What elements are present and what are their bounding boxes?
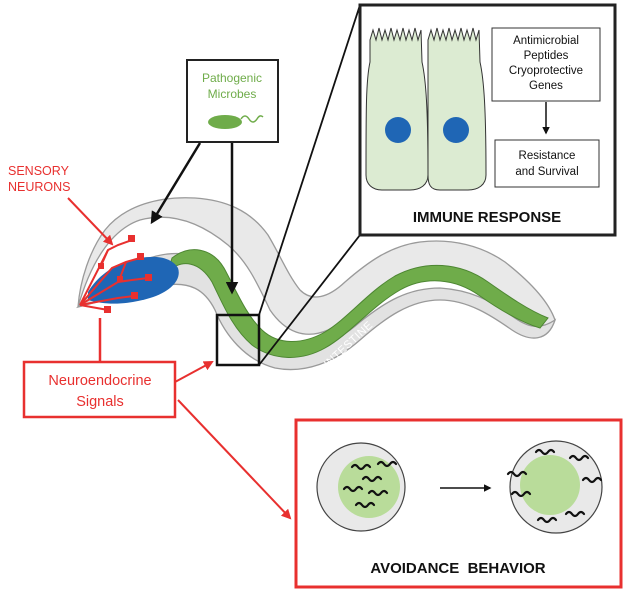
signal-arrow-to-intestine	[174, 361, 214, 383]
antimicrobial-line3: Cryoprotective	[509, 65, 583, 77]
neuroendocrine-line1: Neuroendocrine	[48, 373, 151, 389]
zoom-line-bottom	[258, 234, 361, 366]
petri-dish-icon	[316, 442, 406, 532]
neuroendocrine-box: Neuroendocrine Signals	[22, 360, 177, 419]
zoom-line-top	[258, 4, 361, 316]
sensory-arrow	[67, 197, 114, 246]
immune-response-title: IMMUNE RESPONSE	[413, 209, 561, 226]
sensory-neurons-label-line1: SENSORY	[8, 164, 70, 178]
resistance-line2: and Survival	[515, 166, 578, 178]
resistance-line1: Resistance	[519, 150, 576, 162]
antimicrobial-line2: Peptides	[524, 50, 569, 62]
antimicrobial-line4: Genes	[529, 80, 563, 92]
immune-response-panel: Antimicrobial Peptides Cryoprotective Ge…	[358, 3, 617, 237]
neuroendocrine-line2: Signals	[76, 394, 124, 410]
sensory-neurons-label-line2: NEURONS	[8, 180, 71, 194]
sensory-neurons-icon	[79, 239, 149, 311]
signal-arrow-to-behavior	[177, 399, 292, 520]
resistance-box	[494, 139, 600, 188]
antimicrobial-line1: Antimicrobial	[513, 35, 579, 47]
pathogenic-microbes-box: Pathogenic Microbes	[186, 59, 279, 143]
avoidance-behavior-title: AVOIDANCE BEHAVIOR	[370, 560, 545, 577]
epithelial-cell-icon	[365, 27, 487, 191]
avoidance-behavior-panel: AVOIDANCE BEHAVIOR	[294, 418, 623, 589]
bacterium-icon	[208, 115, 264, 129]
pathogen-label-line1: Pathogenic	[202, 71, 262, 85]
pathogen-arrow-to-head	[150, 142, 202, 225]
neuron-cell-bodies	[98, 235, 152, 313]
pathogen-label-line2: Microbes	[208, 87, 257, 101]
zoom-box	[215, 313, 261, 367]
petri-dish-after-icon	[506, 440, 603, 534]
antimicrobial-box	[491, 27, 601, 102]
